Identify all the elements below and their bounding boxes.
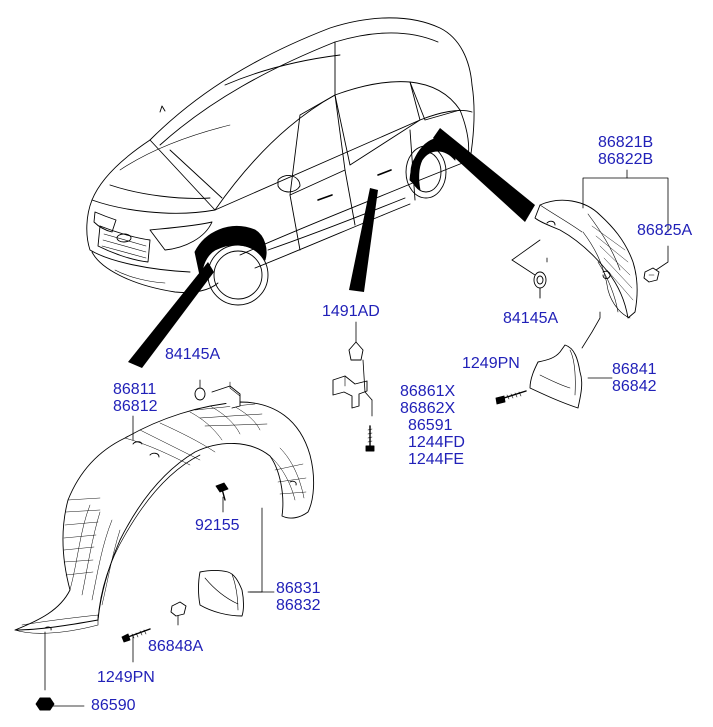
- screw-1249PN-left: [121, 628, 151, 643]
- bolt-92155: [215, 482, 229, 501]
- mud-guard-rear: [529, 344, 583, 409]
- nut-84145A-left: [194, 381, 241, 409]
- screw-1249PN-right: [495, 390, 527, 405]
- mud-guard-front: [198, 570, 244, 617]
- label-1491AD[interactable]: 1491AD: [322, 303, 380, 320]
- rear-wheel-liner: [534, 199, 638, 319]
- bracket-86861X: [332, 359, 373, 409]
- front-leader-lines: [44, 379, 275, 707]
- label-86861X-86862X[interactable]: 86861X 86862X: [400, 383, 455, 417]
- label-86811[interactable]: 86811: [113, 381, 157, 398]
- bolt-86590: [35, 697, 55, 711]
- label-84145A-left[interactable]: 84145A: [165, 346, 221, 363]
- label-1244FE[interactable]: 1244FE: [408, 451, 465, 468]
- label-86825A[interactable]: 86825A: [637, 222, 693, 239]
- clip-1491AD: [348, 321, 364, 361]
- label-86841-86842[interactable]: 86841 86842: [612, 361, 657, 395]
- label-84145A-right[interactable]: 84145A: [503, 310, 559, 327]
- label-92155[interactable]: 92155: [195, 517, 240, 534]
- label-1249PN-left[interactable]: 1249PN: [97, 669, 155, 686]
- nut-84145A-right: [533, 271, 547, 299]
- label-86591[interactable]: 86591: [408, 417, 453, 434]
- screw-1244FD: [365, 399, 375, 452]
- label-86831[interactable]: 86831: [276, 580, 321, 597]
- nut-86825A: [643, 267, 660, 283]
- label-86812[interactable]: 86812: [113, 398, 158, 415]
- front-wheel-liner: [14, 401, 315, 634]
- label-1249PN-right[interactable]: 1249PN: [462, 355, 520, 372]
- label-86861X[interactable]: 86861X: [400, 383, 456, 400]
- label-86822B[interactable]: 86822B: [598, 151, 654, 168]
- callout-pointers: [128, 128, 535, 368]
- label-1244FD[interactable]: 1244FD: [408, 434, 465, 451]
- car-illustration: [86, 17, 475, 306]
- label-86811-86812[interactable]: 86811 86812: [113, 381, 158, 415]
- label-86832[interactable]: 86832: [276, 597, 321, 614]
- label-1244FD-1244FE[interactable]: 1244FD 1244FE: [408, 434, 465, 468]
- label-86821B-86822B[interactable]: 86821B 86822B: [598, 134, 653, 168]
- label-86841[interactable]: 86841: [612, 361, 657, 378]
- clip-86848A: [170, 601, 187, 617]
- label-86821B[interactable]: 86821B: [598, 134, 654, 151]
- label-86848A[interactable]: 86848A: [148, 638, 204, 655]
- label-86831-86832[interactable]: 86831 86832: [276, 580, 321, 614]
- label-86590[interactable]: 86590: [91, 697, 136, 714]
- label-86862X[interactable]: 86862X: [400, 400, 456, 417]
- label-86842[interactable]: 86842: [612, 378, 657, 395]
